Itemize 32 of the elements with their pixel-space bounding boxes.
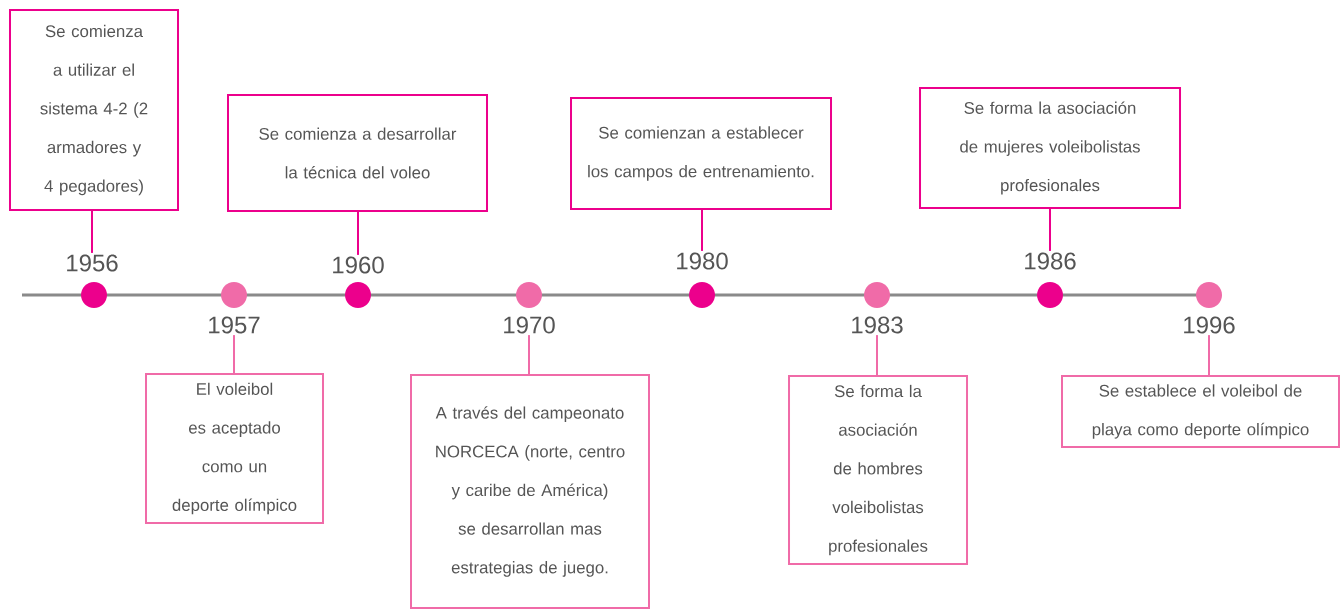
timeline-dot <box>689 282 715 308</box>
connector-line <box>357 211 359 256</box>
connector-line <box>91 210 93 254</box>
event-box: Se establece el voleibol de playa como deporte olímpico <box>1061 375 1340 448</box>
year-label: 1960 <box>333 256 384 274</box>
timeline-dot <box>345 282 371 308</box>
timeline-dot <box>1196 282 1222 308</box>
year-label: 1980 <box>677 252 728 270</box>
year-label: 1956 <box>67 254 118 272</box>
connector-line <box>1208 334 1210 376</box>
year-label: 1986 <box>1025 252 1076 270</box>
year-label: 1970 <box>504 316 555 334</box>
connector-line <box>1049 208 1051 252</box>
event-box: El voleibol es aceptado como un deporte olímpico <box>145 373 324 524</box>
timeline-dot <box>864 282 890 308</box>
timeline-dot <box>1037 282 1063 308</box>
timeline-dot <box>516 282 542 308</box>
event-box: A través del campeonato NORCECA (norte, centro y caribe de América) se desarrollan mas estrategias de juego. <box>410 374 650 609</box>
timeline-dot <box>221 282 247 308</box>
connector-line <box>233 334 235 374</box>
event-box: Se forma la asociación de hombres voleibolistas profesionales <box>788 375 968 565</box>
year-label: 1983 <box>852 316 903 334</box>
event-box: Se comienza a utilizar el sistema 4-2 (2 armadores y 4 pegadores) <box>9 9 179 211</box>
connector-line <box>528 334 530 375</box>
event-box: Se comienza a desarrollar la técnica del voleo <box>227 94 488 212</box>
connector-line <box>876 334 878 376</box>
year-label: 1957 <box>209 316 260 334</box>
year-label: 1996 <box>1184 316 1235 334</box>
event-box: Se comienzan a establecer los campos de entrenamiento. <box>570 97 832 210</box>
timeline-dot <box>81 282 107 308</box>
connector-line <box>701 209 703 252</box>
event-box: Se forma la asociación de mujeres voleibolistas profesionales <box>919 87 1181 209</box>
